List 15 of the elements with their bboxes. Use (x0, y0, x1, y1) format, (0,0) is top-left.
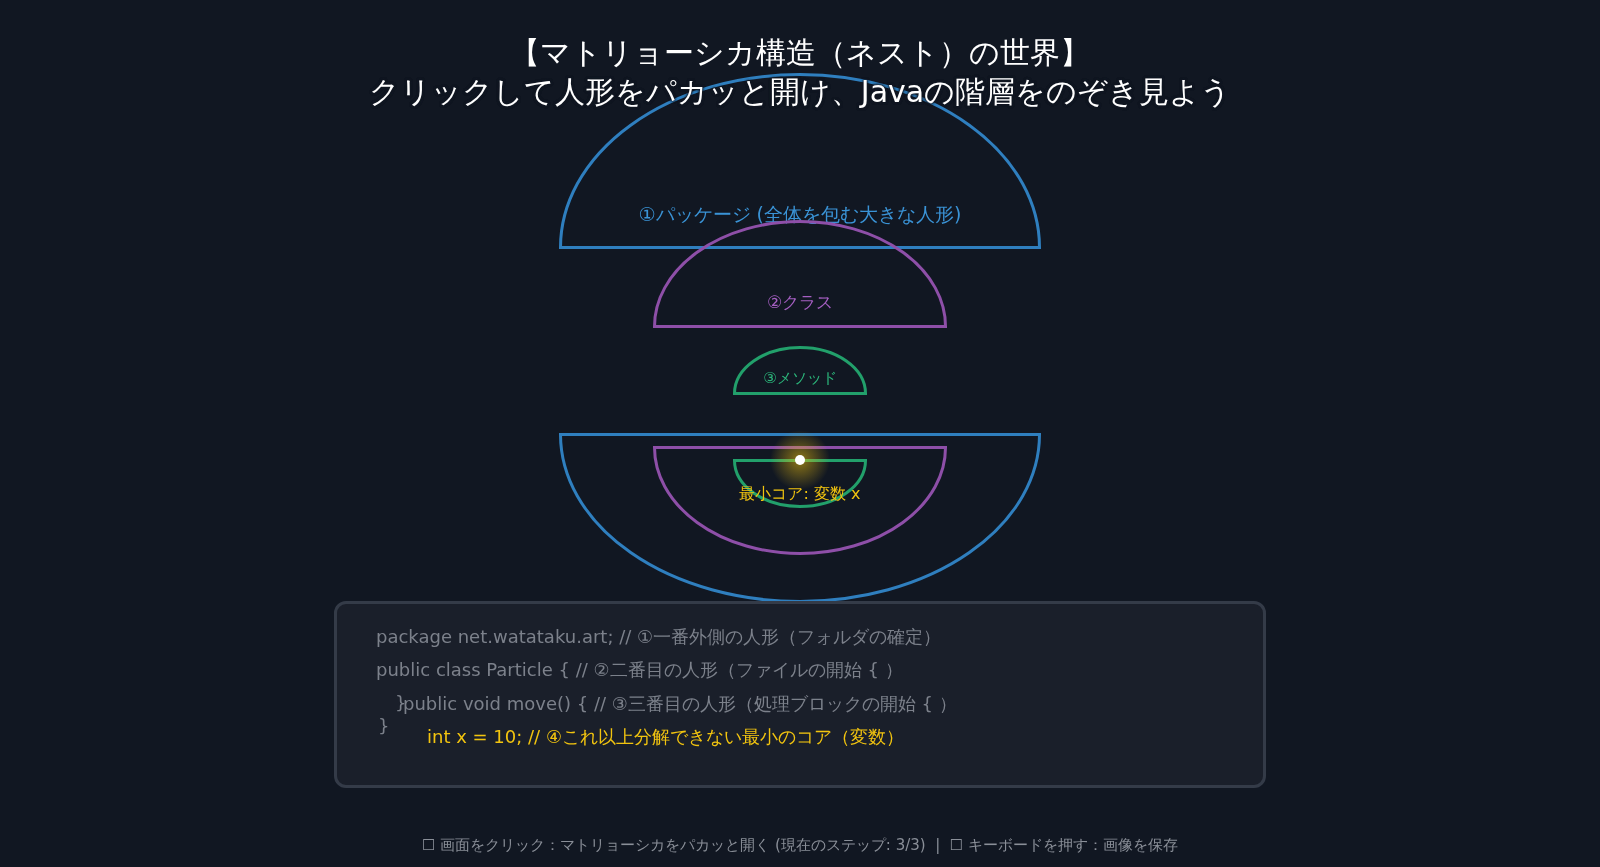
doll-label: ①パッケージ (全体を包む大きな人形) (637, 201, 963, 227)
title: 【マトリョーシカ構造（ネスト）の世界】 (509, 34, 1091, 72)
code-line: package net.watataku.art; // ①一番外側の人形（フォルダの確定） (376, 625, 942, 649)
code-line: } (378, 715, 390, 736)
core-label: 最小コア: 変数 x (738, 484, 862, 505)
doll-label: ③メソッド (762, 368, 838, 388)
code-line: public class Particle { // ②二番目の人形（ファイルの開始 { ） (376, 658, 903, 682)
doll-top-half (733, 346, 867, 395)
code-line: int x = 10; // ④これ以上分解できない最小のコア（変数） (427, 725, 905, 749)
code-panel (334, 601, 1266, 788)
code-line: public void move() { // ③三番目の人形（処理ブロックの開始 { ） (403, 692, 957, 716)
bowl-half (653, 446, 947, 555)
bowl-half (559, 433, 1041, 603)
footer-hint: ☐ 画面をクリック：マトリョーシカをパカッと開く (現在のステップ: 3/3) | ☐ キーボードを押す：画像を保存 (421, 836, 1179, 855)
doll-label: ②クラス (765, 291, 835, 315)
